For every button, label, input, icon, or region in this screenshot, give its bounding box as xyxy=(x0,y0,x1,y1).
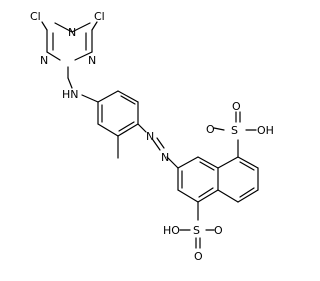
s-lower-label: S xyxy=(193,224,200,237)
cl-right-label: Cl xyxy=(94,10,105,23)
s-o-upper-left xyxy=(213,127,225,131)
molecule-diagram: Cl Cl N N N HN N N S O O OH S O O HO xyxy=(30,10,274,263)
structure-svg: Cl Cl N N N HN N N S O O OH S O O HO xyxy=(30,10,274,263)
n-ring-top-label: N xyxy=(68,26,76,39)
n-ring-left-label: N xyxy=(40,54,48,67)
s-upper-label: S xyxy=(231,124,238,137)
oh-lower-label: HO xyxy=(163,224,180,237)
azo-double-2 xyxy=(156,137,165,149)
nh-bond-up xyxy=(67,77,73,89)
naphthalene-ring xyxy=(177,156,259,203)
azo-n2-label: N xyxy=(161,151,169,164)
oh-upper-label: OH xyxy=(257,124,274,137)
azo-n1-label: N xyxy=(146,130,154,143)
triazine-ring xyxy=(46,22,93,79)
cl-left-label: Cl xyxy=(30,10,41,23)
o-upper-1-label: O xyxy=(232,100,241,113)
n-ring-bottom-label: N xyxy=(88,54,96,67)
o-lower-2-label: O xyxy=(214,224,223,237)
o-lower-1-label: O xyxy=(194,250,203,263)
cl-left-bond xyxy=(41,21,48,31)
cl-right-bond xyxy=(91,21,98,31)
azo-double-1 xyxy=(152,139,161,151)
nh-label: HN xyxy=(62,88,79,101)
azo-bond-1 xyxy=(137,123,147,133)
nh-bond-right xyxy=(81,94,99,103)
azo-bond-2 xyxy=(166,156,179,169)
o-upper-2-label: O xyxy=(206,123,215,136)
benzene-ring xyxy=(97,90,139,137)
